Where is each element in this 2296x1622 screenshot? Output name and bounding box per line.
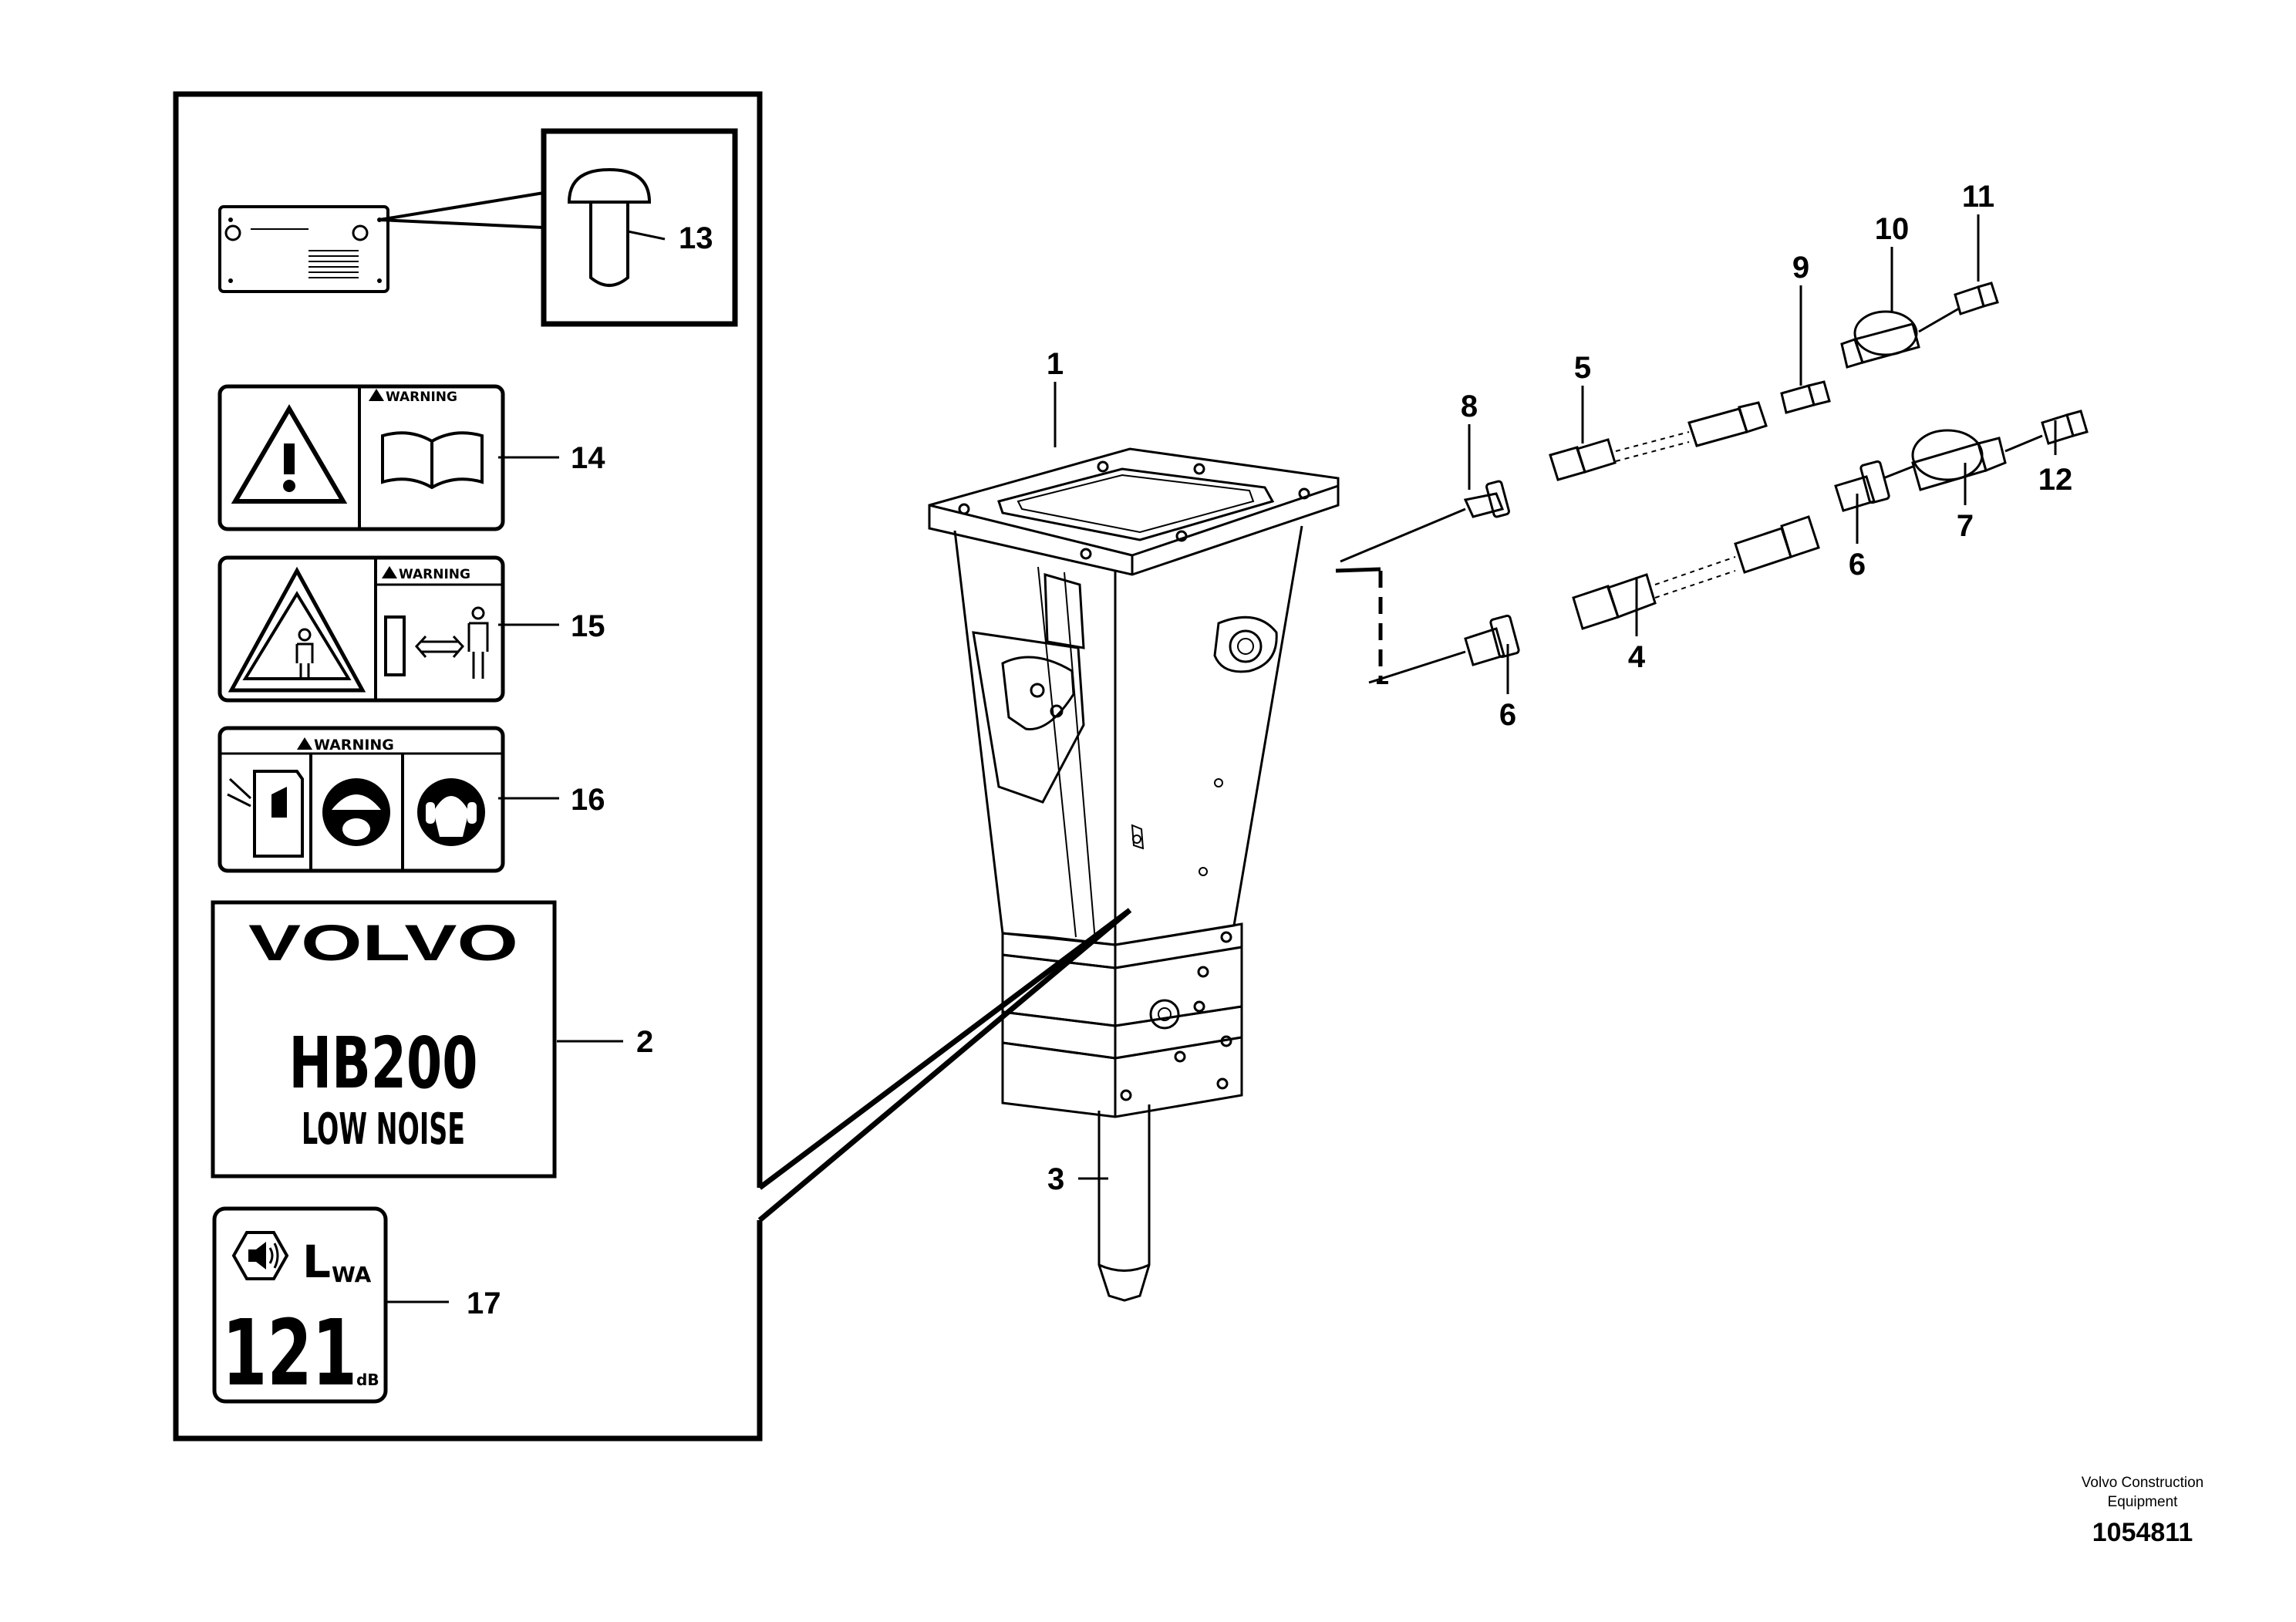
- decal-warning-label: WARNING: [386, 389, 457, 405]
- company-name: Volvo Construction: [2082, 1475, 2203, 1491]
- helmet-icon: [322, 778, 390, 846]
- decal-model: VOLVO HB200 LOW NOISE: [211, 900, 557, 1179]
- cab-window-icon: [227, 770, 304, 858]
- warning-triangle-icon: [382, 566, 397, 578]
- callout-lines: [386, 214, 2057, 1303]
- hose-4-nut: [1572, 515, 1820, 630]
- coupling-7: [1911, 429, 2007, 491]
- part-label-5: 5: [1574, 351, 1591, 385]
- sound-unit: dB: [356, 1371, 379, 1389]
- person-icon: [467, 606, 489, 679]
- footer: Volvo Construction Equipment 1054811: [2082, 1475, 2203, 1547]
- part-label-14: 14: [571, 441, 605, 475]
- warning-triangle-icon: [369, 389, 384, 401]
- speaker-icon: [231, 1231, 289, 1280]
- decal-warning-label: WARNING: [399, 567, 470, 582]
- warning-triangle-icon: [297, 737, 312, 750]
- hose-5-nut: [1549, 401, 1768, 481]
- fitting-6-lower: [1464, 614, 1520, 666]
- decal-warning-label: WARNING: [314, 737, 394, 754]
- decal-keep-distance: WARNING: [217, 555, 505, 703]
- model-subtitle: LOW NOISE: [302, 1104, 465, 1155]
- rivet-detail-box: [541, 128, 738, 327]
- identification-plate: [218, 191, 544, 293]
- part-label-13: 13: [679, 221, 713, 255]
- hydraulic-breaker: [928, 447, 1340, 1302]
- warning-triangle-icon: [231, 404, 348, 504]
- manual-book-icon: [381, 431, 484, 490]
- ear-protection-icon: [417, 778, 485, 846]
- warning-triangle-icon: [228, 566, 366, 693]
- drawing-number: 1054811: [2092, 1518, 2193, 1547]
- decal-panel: [173, 91, 763, 1442]
- part-label-2: 2: [636, 1025, 653, 1059]
- decal-sound-level: L WA 121 dB: [212, 1206, 388, 1406]
- fitting-6-upper: [1834, 460, 1890, 512]
- model-name: HB200: [289, 1022, 478, 1104]
- part-label-7: 7: [1957, 509, 1974, 543]
- part-label-3: 3: [1047, 1162, 1064, 1196]
- coupling-10: [1840, 310, 1920, 369]
- person-icon: [295, 628, 314, 679]
- decal-protection: WARNING: [217, 726, 505, 873]
- sound-symbol: L: [302, 1236, 331, 1288]
- part-label-16: 16: [571, 783, 605, 817]
- part-label-9: 9: [1792, 251, 1809, 285]
- part-label-1: 1: [1047, 347, 1064, 381]
- fitting-11: [1918, 282, 1999, 333]
- part-label-12: 12: [2038, 463, 2073, 497]
- part-label-15: 15: [571, 609, 605, 643]
- keep-distance-arrow-icon: [414, 635, 465, 658]
- company-name-line2: Equipment: [2108, 1494, 2179, 1510]
- part-label-10: 10: [1875, 212, 1910, 246]
- sound-symbol-subscript: WA: [332, 1262, 372, 1287]
- part-label-4: 4: [1628, 640, 1646, 674]
- fitting-8: [1463, 480, 1510, 518]
- fitting-9: [1780, 380, 1831, 414]
- part-label-6-lower: 6: [1499, 698, 1516, 732]
- part-label-8: 8: [1461, 389, 1478, 423]
- fitting-12: [2004, 410, 2089, 453]
- part-label-17: 17: [467, 1286, 501, 1320]
- part-labels: 1 2 3 4 5 6 6 7 8 9 10 11 12 13 14 15 16…: [467, 180, 2072, 1320]
- hose-assembly: [1335, 282, 2089, 684]
- part-label-11: 11: [1962, 180, 1994, 214]
- part-label-6-upper: 6: [1849, 548, 1866, 582]
- brand-wordmark: VOLVO: [248, 914, 518, 971]
- sound-value: 121: [222, 1300, 357, 1406]
